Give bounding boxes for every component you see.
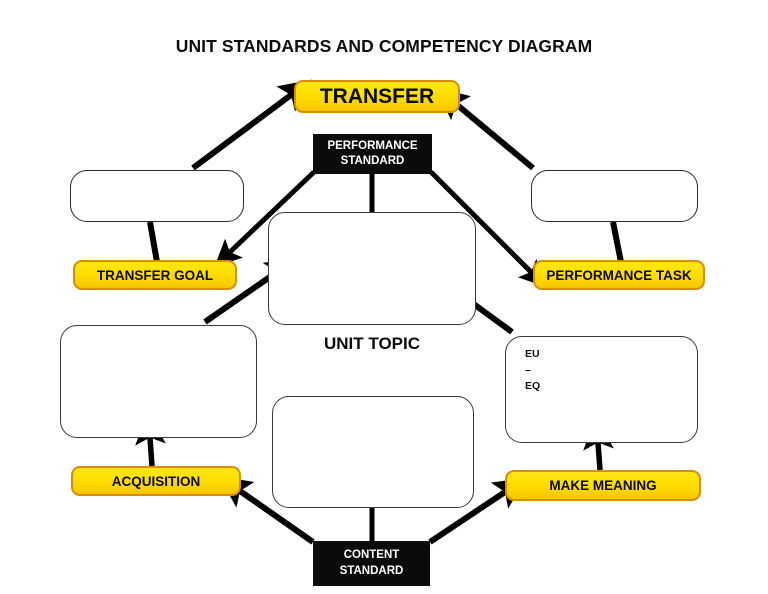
node-content-standard[interactable]: CONTENT STANDARD bbox=[313, 541, 430, 586]
node-transfer-goal[interactable]: TRANSFER GOAL bbox=[73, 260, 237, 290]
node-make-meaning-label: MAKE MEANING bbox=[549, 478, 657, 493]
arrow-upperleft-to-transfer bbox=[191, 79, 312, 171]
connector-upperright-to-performance-task bbox=[610, 221, 624, 263]
blank-box-performance-task[interactable] bbox=[531, 170, 698, 222]
node-acquisition-label: ACQUISITION bbox=[111, 473, 201, 489]
page-title: UNIT STANDARDS AND COMPETENCY DIAGRAM bbox=[175, 36, 593, 56]
connector-upperleft-to-transfer-goal bbox=[147, 221, 160, 263]
blank-box-transfer-goal[interactable] bbox=[70, 170, 244, 222]
content-standard-line-1: CONTENT bbox=[343, 549, 400, 562]
node-make-meaning[interactable]: MAKE MEANING bbox=[505, 470, 701, 501]
blank-box-unit-topic[interactable] bbox=[268, 212, 476, 325]
node-transfer-label: TRANSFER bbox=[319, 84, 435, 108]
content-standard-line-2: STANDARD bbox=[339, 564, 404, 577]
arrow-make-meaning-to-eueq bbox=[583, 416, 614, 471]
node-transfer[interactable]: TRANSFER bbox=[294, 80, 460, 113]
blank-box-content-standard[interactable] bbox=[272, 396, 474, 508]
performance-standard-line-1: PERFORMANCE bbox=[327, 139, 418, 152]
unit-topic-caption: UNIT TOPIC bbox=[323, 334, 421, 353]
blank-box-acquisition[interactable] bbox=[60, 325, 257, 438]
blank-box-eu-eq[interactable] bbox=[505, 336, 698, 443]
node-performance-task-label: PERFORMANCE TASK bbox=[546, 267, 692, 283]
node-acquisition[interactable]: ACQUISITION bbox=[71, 466, 241, 496]
performance-standard-line-2: STANDARD bbox=[340, 155, 405, 167]
arrow-upperright-to-transfer bbox=[436, 87, 535, 171]
node-performance-task[interactable]: PERFORMANCE TASK bbox=[533, 260, 705, 290]
eq-label: EQ bbox=[525, 379, 541, 392]
arrow-acquisition-to-box bbox=[135, 411, 166, 467]
eu-eq-text: EU – EQ bbox=[525, 347, 645, 394]
node-transfer-goal-label: TRANSFER GOAL bbox=[96, 267, 214, 283]
node-performance-standard[interactable]: PERFORMANCE STANDARD bbox=[313, 134, 432, 174]
eu-eq-dash: – bbox=[525, 363, 531, 376]
eu-label: EU bbox=[525, 348, 540, 360]
